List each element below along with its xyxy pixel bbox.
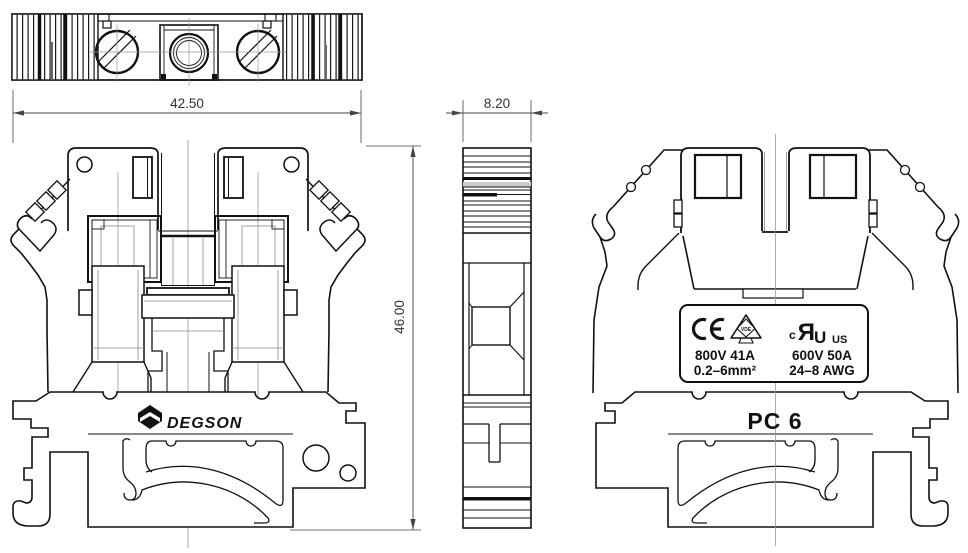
rating-voltage-left: 800V 41A — [695, 348, 755, 363]
marking-label: VDE 800V 41A 0.2–6mm² c R U US 600V 50A … — [679, 304, 869, 383]
section-hatch-left — [12, 14, 98, 80]
dimension-width-top: 42.50 — [12, 90, 362, 143]
svg-text:US: US — [832, 334, 847, 346]
degson-logo-icon — [138, 405, 162, 429]
rating-wire-left: 0.2–6mm² — [694, 363, 757, 378]
dimension-height: 46.00 — [290, 145, 421, 531]
section-hatch-right — [283, 14, 361, 80]
side-view — [462, 147, 532, 529]
rating-wire-right: 24–8 AWG — [789, 363, 855, 378]
svg-text:VDE: VDE — [741, 327, 752, 333]
svg-text:R: R — [798, 319, 815, 346]
dimension-width-side: 8.20 — [446, 96, 548, 142]
foot-hole-large-icon — [302, 444, 330, 472]
model-number: PC 6 — [747, 408, 802, 434]
ul-mark-icon: c R U US — [789, 319, 847, 347]
rear-view: VDE 800V 41A 0.2–6mm² c R U US 600V 50A … — [591, 134, 960, 546]
foot-hole-small-icon — [339, 464, 357, 482]
dimension-value-width-top: 42.50 — [170, 96, 204, 111]
svg-text:U: U — [814, 328, 826, 347]
front-view: DEGSON — [10, 140, 366, 548]
top-view — [11, 13, 363, 86]
rating-voltage-right: 600V 50A — [792, 348, 852, 363]
dimension-value-width-side: 8.20 — [484, 96, 510, 111]
vde-mark-icon: VDE — [730, 314, 762, 344]
dimension-value-height: 46.00 — [392, 300, 407, 334]
ce-mark-icon — [691, 317, 725, 341]
manufacturer-logo-text: DEGSON — [167, 415, 242, 432]
svg-text:c: c — [789, 328, 796, 342]
